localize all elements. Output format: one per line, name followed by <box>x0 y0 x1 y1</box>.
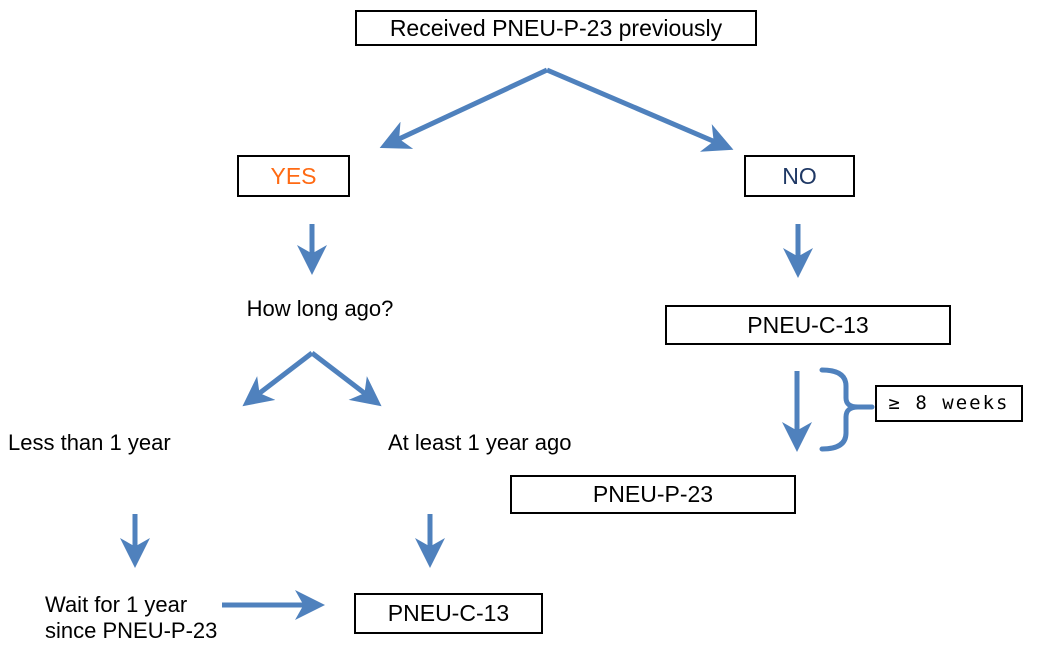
node-interval-8-weeks: ≥ 8 weeks <box>875 385 1023 422</box>
node-pneu-c13-right: PNEU-C-13 <box>665 305 951 345</box>
arrow-root-to-no <box>546 67 734 152</box>
arrow-howlong-to-atleast <box>310 351 382 407</box>
node-received-pneu-p23: Received PNEU-P-23 previously <box>355 10 757 46</box>
wait-label-line1: Wait for 1 year <box>45 592 188 617</box>
node-no: NO <box>744 155 855 197</box>
label-less-than-1-year: Less than 1 year <box>8 430 171 455</box>
node-pneu-c13-bottom-label: PNEU-C-13 <box>387 600 510 626</box>
arrow-root-to-yes <box>379 67 549 149</box>
interval-brace <box>819 367 875 452</box>
node-pneu-p23-label: PNEU-P-23 <box>592 481 714 507</box>
node-pneu-p23: PNEU-P-23 <box>510 475 796 514</box>
wait-label-line2: since PNEU-P-23 <box>45 618 218 643</box>
node-yes-label: YES <box>270 162 317 189</box>
node-pneu-c13-bottom: PNEU-C-13 <box>354 593 543 634</box>
node-pneu-c13-right-label: PNEU-C-13 <box>747 311 869 338</box>
node-yes: YES <box>237 155 350 197</box>
label-at-least-1-year-ago: At least 1 year ago <box>388 430 572 455</box>
node-no-label: NO <box>782 162 817 189</box>
node-received-label: Received PNEU-P-23 previously <box>389 14 723 41</box>
label-wait-for-1-year: Wait for 1 year since PNEU-P-23 <box>45 592 217 644</box>
interval-label: ≥ 8 weeks <box>888 392 1010 414</box>
label-how-long-ago: How long ago? <box>246 296 394 321</box>
arrow-howlong-to-lessthan <box>242 351 314 407</box>
